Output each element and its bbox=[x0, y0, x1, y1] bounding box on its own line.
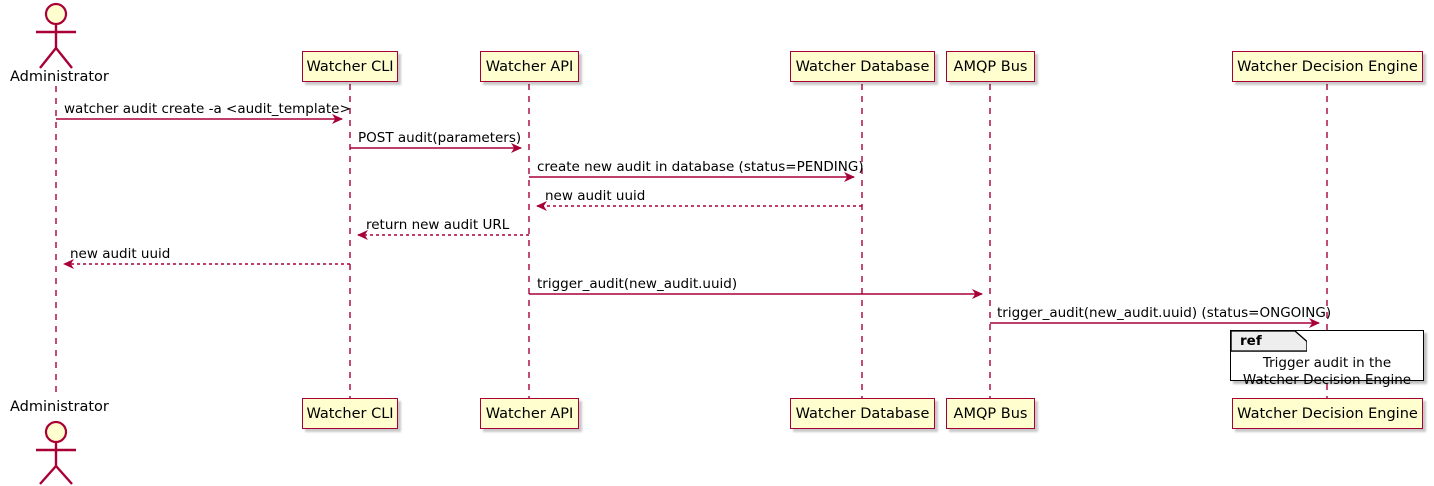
ref-tab-shape bbox=[1231, 331, 1307, 352]
participant-label: Watcher Decision Engine bbox=[1237, 405, 1418, 422]
participant-label: Watcher CLI bbox=[306, 58, 394, 75]
participant-box-watcher-decision-engine-bottom[interactable]: Watcher Decision Engine bbox=[1232, 398, 1423, 429]
message-arrows bbox=[56, 114, 1320, 328]
participant-box-amqp-bus-bottom[interactable]: AMQP Bus bbox=[946, 398, 1035, 429]
ref-tab-label: ref bbox=[1240, 333, 1262, 349]
participant-label: Watcher Database bbox=[795, 405, 930, 422]
participant-box-watcher-decision-engine-top[interactable]: Watcher Decision Engine bbox=[1232, 51, 1423, 82]
message-label-7: trigger_audit(new_audit.uuid) bbox=[537, 276, 738, 292]
actor-administrator-top bbox=[36, 2, 76, 69]
message-label-5: return new audit URL bbox=[366, 217, 510, 233]
message-label-2: POST audit(parameters) bbox=[358, 130, 522, 146]
actor-administrator-bottom bbox=[36, 420, 76, 485]
participant-label: AMQP Bus bbox=[953, 58, 1028, 75]
message-label-8: trigger_audit(new_audit.uuid) (status=ON… bbox=[997, 305, 1332, 321]
participant-box-watcher-api-top[interactable]: Watcher API bbox=[480, 51, 579, 82]
participant-box-watcher-cli-top[interactable]: Watcher CLI bbox=[302, 51, 398, 82]
participant-label: AMQP Bus bbox=[953, 405, 1028, 422]
ref-fragment: ref Trigger audit in the Watcher Decisio… bbox=[1230, 330, 1424, 388]
actor-label-administrator-top: Administrator bbox=[10, 69, 109, 85]
ref-body: Trigger audit in the Watcher Decision En… bbox=[1231, 355, 1423, 389]
participant-label: Watcher Database bbox=[795, 58, 930, 75]
participant-box-watcher-database-top[interactable]: Watcher Database bbox=[790, 51, 935, 82]
lifelines bbox=[55, 84, 1328, 398]
participant-label: Watcher CLI bbox=[306, 405, 394, 422]
message-label-3: create new audit in database (status=PEN… bbox=[537, 159, 864, 175]
ref-body-line-1: Trigger audit in the bbox=[1262, 355, 1392, 371]
participant-box-watcher-api-bottom[interactable]: Watcher API bbox=[480, 398, 579, 429]
participant-box-amqp-bus-top[interactable]: AMQP Bus bbox=[946, 51, 1035, 82]
actor-label-administrator-bottom: Administrator bbox=[10, 399, 109, 415]
message-label-6: new audit uuid bbox=[70, 246, 171, 262]
participant-label: Watcher API bbox=[485, 58, 574, 75]
participant-box-watcher-database-bottom[interactable]: Watcher Database bbox=[790, 398, 935, 429]
message-label-1: watcher audit create -a <audit_template> bbox=[64, 101, 351, 117]
participant-label: Watcher API bbox=[485, 405, 574, 422]
participant-box-watcher-cli-bottom[interactable]: Watcher CLI bbox=[302, 398, 398, 429]
participant-label: Watcher Decision Engine bbox=[1237, 58, 1418, 75]
message-label-4: new audit uuid bbox=[545, 188, 646, 204]
ref-body-line-2: Watcher Decision Engine bbox=[1242, 372, 1412, 388]
